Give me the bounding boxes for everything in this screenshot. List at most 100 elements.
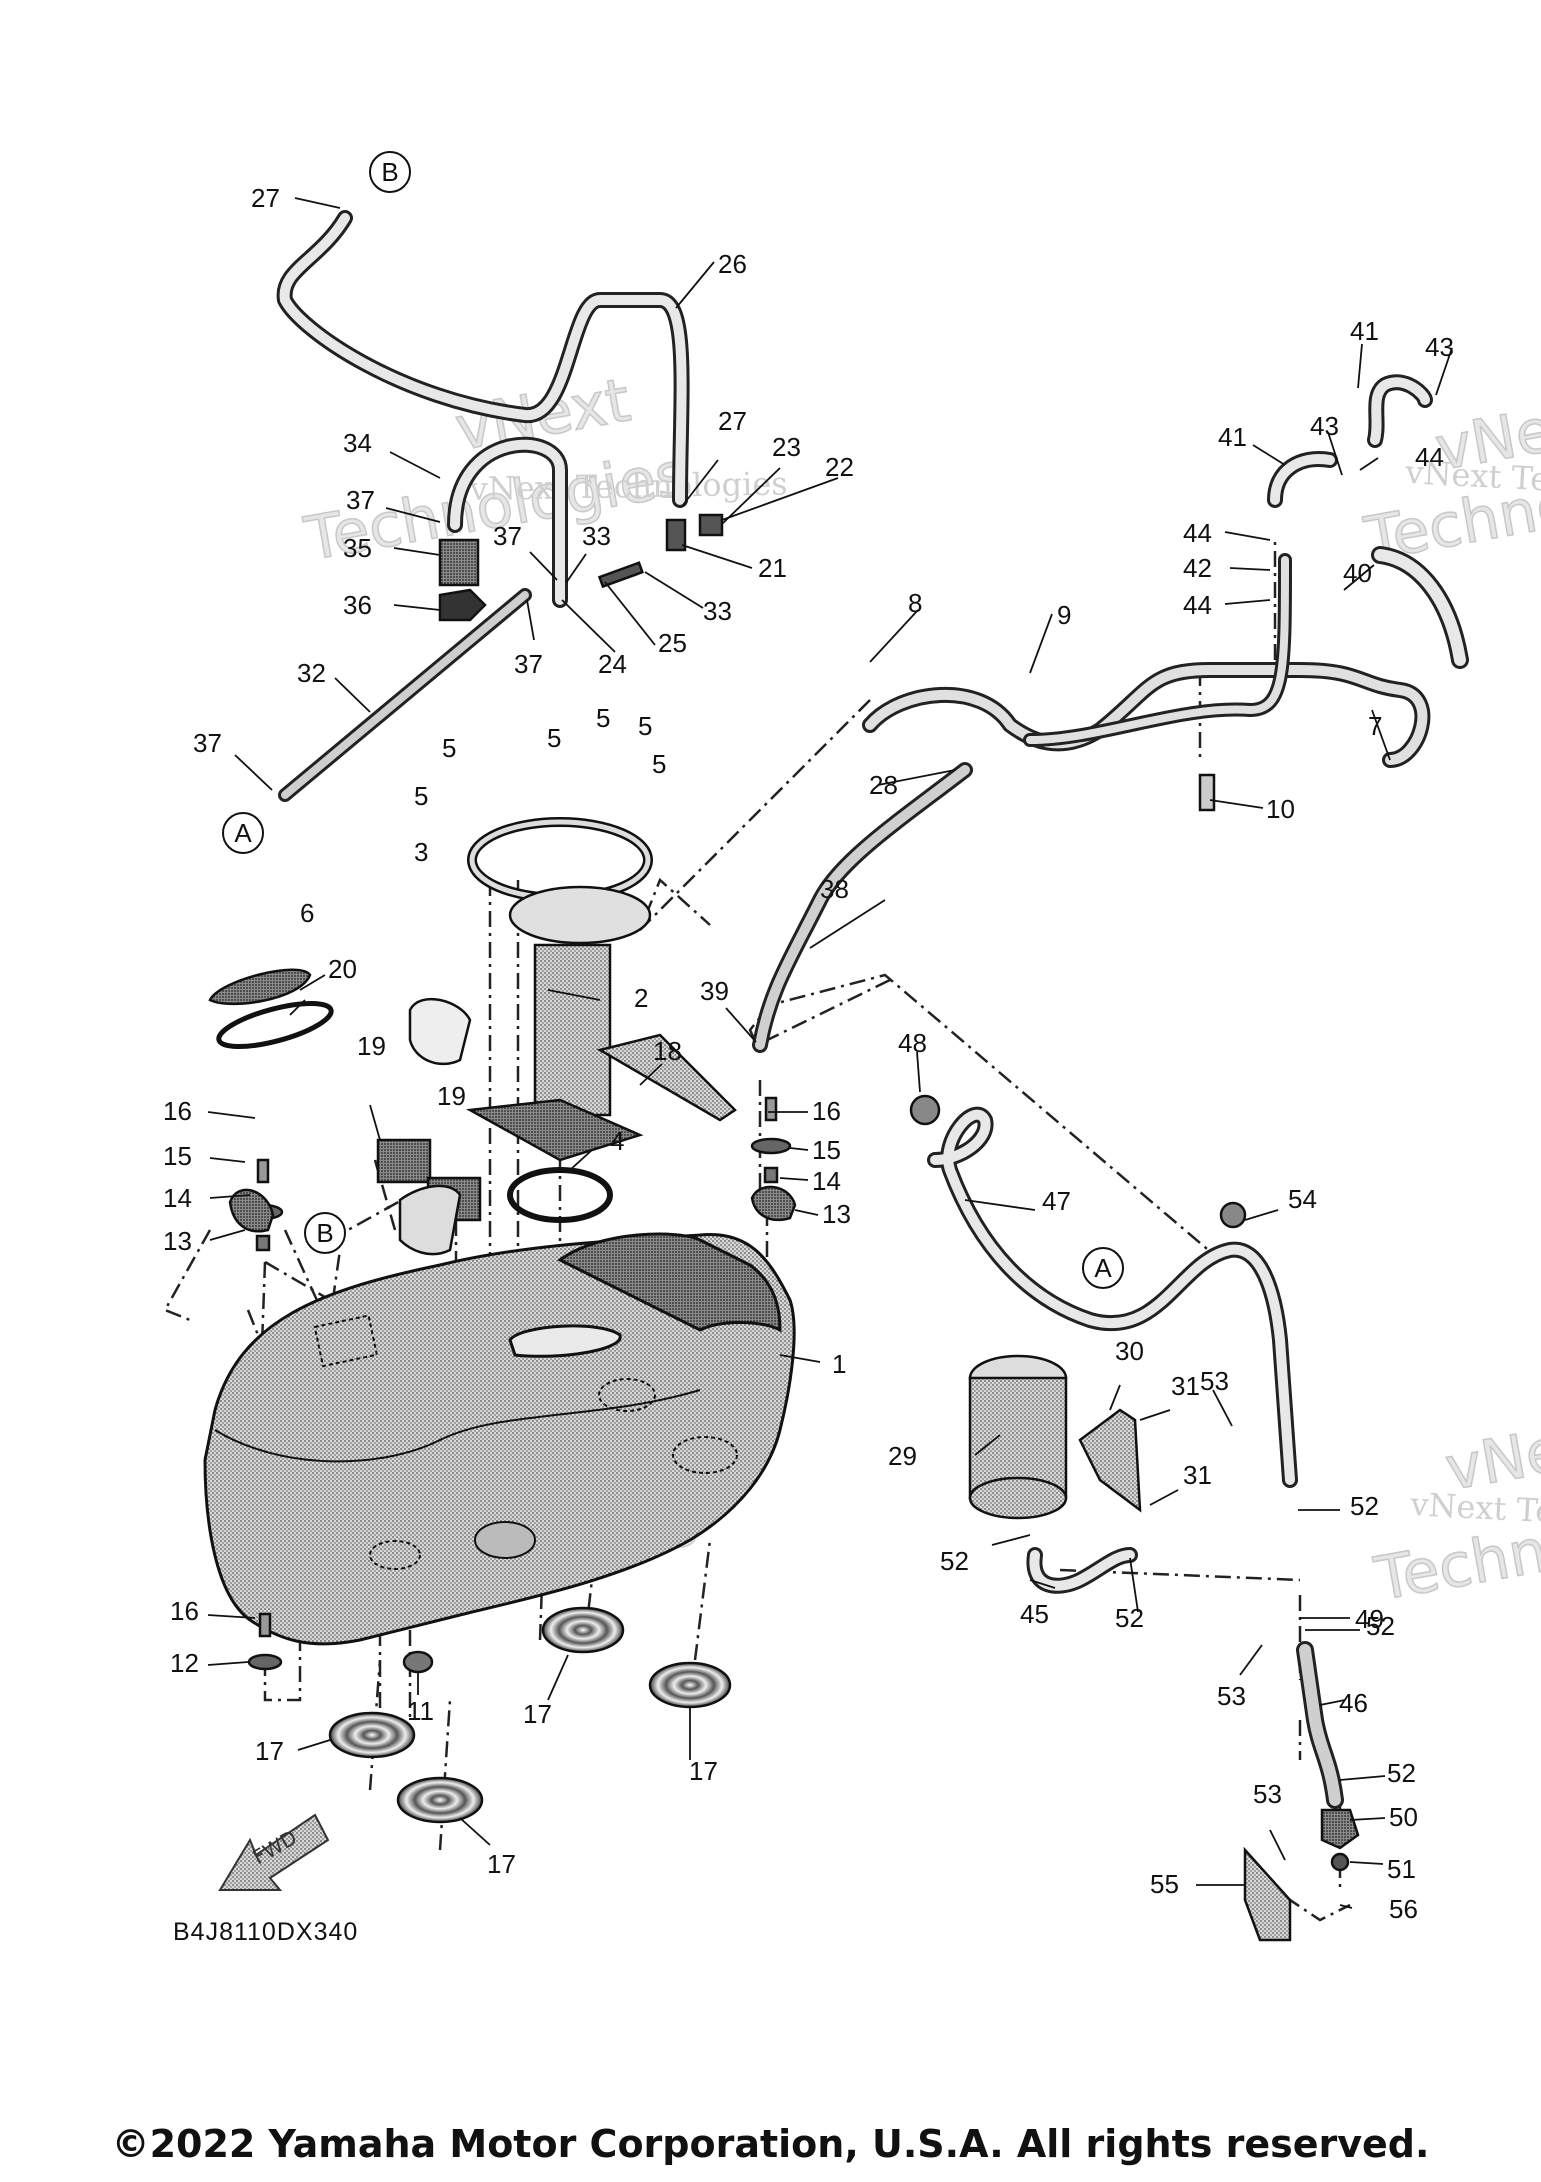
- callout-27: 27: [718, 406, 747, 436]
- connector-a-label: A: [234, 818, 252, 848]
- callout-44: 44: [1183, 590, 1212, 620]
- callout-17: 17: [689, 1756, 718, 1786]
- callout-2: 2: [634, 983, 648, 1013]
- diagram-code: B4J8110DX340: [173, 1918, 359, 1946]
- callout-15: 15: [812, 1135, 841, 1165]
- forward-arrow: FWD: [218, 1813, 330, 1891]
- callout-55: 55: [1150, 1869, 1179, 1899]
- callout-5: 5: [414, 781, 428, 811]
- callout-5: 5: [596, 703, 610, 733]
- callout-44: 44: [1415, 442, 1444, 472]
- callout-6: 6: [300, 898, 314, 928]
- callout-52: 52: [1387, 1758, 1416, 1788]
- callouts: 27 26 34 37 35 36 27 23 22 37 33 21 33 2…: [163, 183, 1454, 1924]
- callout-43: 43: [1310, 411, 1339, 441]
- callout-20: 20: [328, 954, 357, 984]
- leader-lines: [207, 197, 1453, 1909]
- callout-47: 47: [1042, 1186, 1071, 1216]
- callout-14: 14: [163, 1183, 192, 1213]
- callout-32: 32: [297, 658, 326, 688]
- callout-56: 56: [1389, 1894, 1418, 1924]
- callout-16: 16: [170, 1596, 199, 1626]
- callout-17: 17: [523, 1699, 552, 1729]
- callout-11: 11: [407, 1696, 434, 1726]
- callout-51: 51: [1387, 1854, 1416, 1884]
- callout-37: 37: [514, 649, 543, 679]
- callout-46: 46: [1339, 1688, 1368, 1718]
- callout-19: 19: [437, 1081, 466, 1111]
- callout-5: 5: [652, 749, 666, 779]
- connector-b-label: B: [316, 1218, 333, 1248]
- callout-16: 16: [812, 1096, 841, 1126]
- callout-5: 5: [547, 723, 561, 753]
- callout-12: 12: [170, 1648, 199, 1678]
- callout-17: 17: [487, 1849, 516, 1879]
- callout-9: 9: [1057, 600, 1071, 630]
- callout-10: 10: [1266, 794, 1295, 824]
- callout-30: 30: [1115, 1336, 1144, 1366]
- callout-31: 31: [1183, 1460, 1212, 1490]
- callout-23: 23: [772, 432, 801, 462]
- callout-21: 21: [758, 553, 787, 583]
- fuel-tank: [203, 1232, 796, 1646]
- callout-14: 14: [812, 1166, 841, 1196]
- components: [208, 513, 1360, 1942]
- callout-5: 5: [638, 711, 652, 741]
- callout-41: 41: [1218, 422, 1247, 452]
- callout-13: 13: [163, 1226, 192, 1256]
- callout-45: 45: [1020, 1599, 1049, 1629]
- callout-7: 7: [1368, 711, 1382, 741]
- callout-18: 18: [653, 1036, 682, 1066]
- callout-36: 36: [343, 590, 372, 620]
- callout-49: 49: [1355, 1604, 1384, 1634]
- hoses: [276, 210, 1469, 1809]
- callout-43: 43: [1425, 332, 1454, 362]
- callout-35: 35: [343, 533, 372, 563]
- callout-54: 54: [1288, 1184, 1317, 1214]
- callout-44: 44: [1183, 518, 1212, 548]
- connector-a-label: A: [1094, 1253, 1112, 1283]
- callout-37: 37: [493, 521, 522, 551]
- callout-38: 38: [820, 874, 849, 904]
- callout-52: 52: [1115, 1603, 1144, 1633]
- callout-1: 1: [832, 1349, 846, 1379]
- callout-24: 24: [598, 649, 627, 679]
- callout-34: 34: [343, 428, 372, 458]
- callout-31: 31: [1171, 1371, 1200, 1401]
- callout-13: 13: [822, 1199, 851, 1229]
- callout-37: 37: [346, 485, 375, 515]
- callout-33: 33: [703, 596, 732, 626]
- callout-26: 26: [718, 249, 747, 279]
- callout-50: 50: [1389, 1802, 1418, 1832]
- connector-b-label: B: [381, 157, 398, 187]
- callout-53: 53: [1253, 1779, 1282, 1809]
- callout-25: 25: [658, 628, 687, 658]
- callout-52: 52: [1350, 1491, 1379, 1521]
- callout-5: 5: [442, 733, 456, 763]
- callout-48: 48: [898, 1028, 927, 1058]
- callout-17: 17: [255, 1736, 284, 1766]
- callout-22: 22: [825, 452, 854, 482]
- callout-53: 53: [1217, 1681, 1246, 1711]
- callout-39: 39: [700, 976, 729, 1006]
- callout-19: 19: [357, 1031, 386, 1061]
- callout-52: 52: [940, 1546, 969, 1576]
- callout-8: 8: [908, 588, 922, 618]
- callout-29: 29: [888, 1441, 917, 1471]
- callout-53: 53: [1200, 1366, 1229, 1396]
- callout-42: 42: [1183, 553, 1212, 583]
- copyright-notice: ©2022 Yamaha Motor Corporation, U.S.A. A…: [111, 2122, 1430, 2166]
- callout-15: 15: [163, 1141, 192, 1171]
- watermark-company: vNext Technologies: [468, 464, 787, 508]
- callout-52: 52: [1366, 1611, 1395, 1641]
- callout-28: 28: [869, 770, 898, 800]
- callout-27: 27: [251, 183, 280, 213]
- callout-33: 33: [582, 521, 611, 551]
- callout-3: 3: [414, 837, 428, 867]
- connector-circles: B A B A: [222, 151, 1124, 1289]
- callout-40: 40: [1343, 558, 1372, 588]
- callout-4: 4: [610, 1126, 624, 1156]
- callout-37: 37: [193, 728, 222, 758]
- callout-41: 41: [1350, 316, 1379, 346]
